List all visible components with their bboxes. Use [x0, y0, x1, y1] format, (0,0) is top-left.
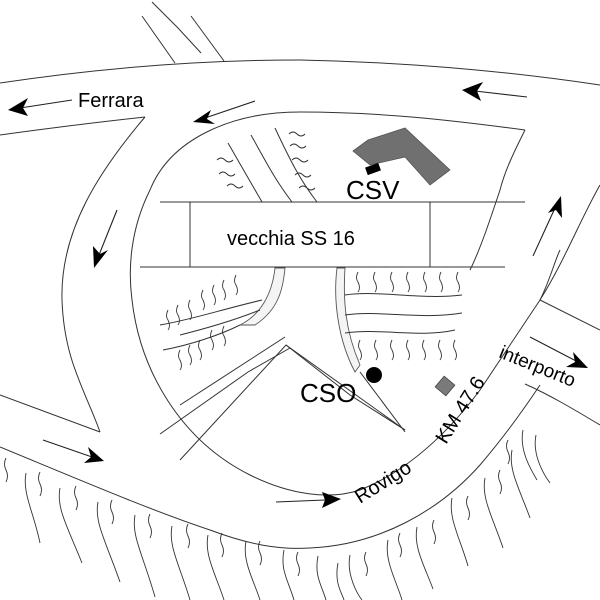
arrow-east-interporto [529, 336, 588, 368]
csv-building [352, 127, 451, 186]
arrow-eastbound-left [42, 439, 104, 463]
km-marker [434, 375, 456, 397]
arrow-southbound-left [93, 209, 118, 268]
north-channel [141, 1, 225, 64]
old-road-label: vecchia SS 16 [227, 228, 355, 250]
cso-label: CSO [300, 378, 356, 408]
lower-left-parcels [159, 267, 406, 461]
csv-entrance [365, 162, 381, 176]
cso-point [366, 367, 382, 383]
csv-building-shape [352, 127, 451, 186]
arrow-west-ferrara [8, 98, 73, 116]
old-road-ss16 [140, 201, 525, 268]
arrow-southwest-ramp [193, 100, 256, 124]
rovigo-label: Rovigo [351, 457, 415, 509]
upper-parcels [216, 127, 318, 203]
ferrara-label: Ferrara [78, 90, 144, 112]
arrow-eastbound-rovigo [275, 492, 341, 508]
grass-left [166, 274, 238, 371]
csv-label: CSV [346, 175, 400, 205]
embankment-hatching [4, 429, 551, 600]
arrow-northbound-right [532, 196, 562, 257]
interporto-label: interporto [496, 342, 578, 392]
lower-right-parcels [335, 267, 463, 433]
inner-loop [129, 111, 600, 496]
grass-right [356, 271, 460, 361]
main-road-north [0, 59, 600, 549]
arrow-top-westbound [462, 82, 528, 101]
